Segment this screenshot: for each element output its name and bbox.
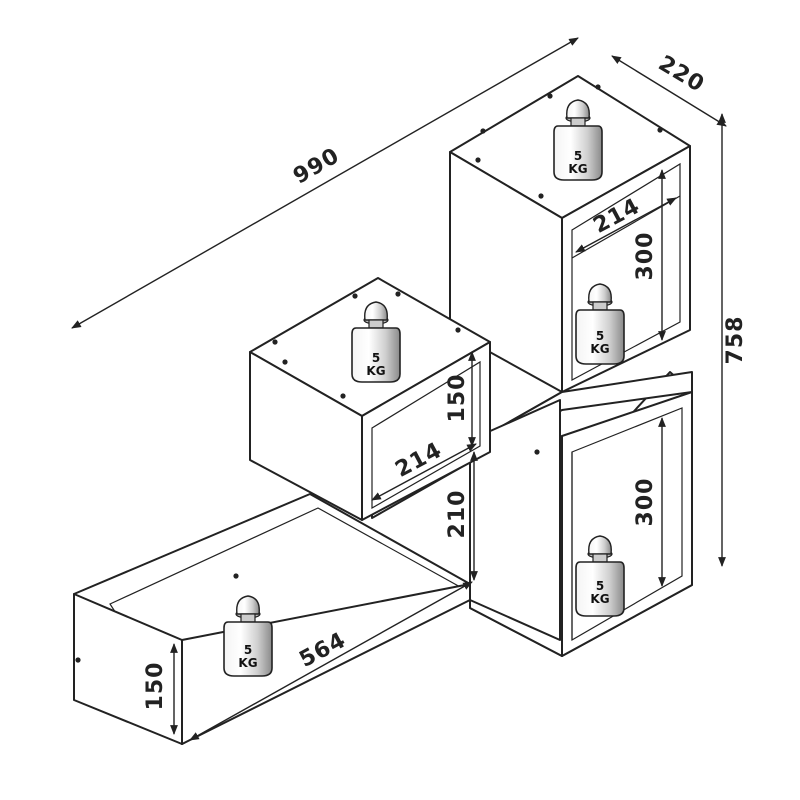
long-shelf [73, 493, 471, 745]
small-box-height-label: 150 [445, 374, 470, 423]
overall-width-label: 990 [289, 143, 344, 189]
weight-top-cube-lower: 5 KG [575, 283, 625, 365]
small-box-width-line [371, 443, 477, 501]
depth-line [611, 55, 727, 127]
middle-gap-height-label: 210 [445, 490, 470, 539]
long-shelf-height-label: 150 [143, 662, 168, 711]
weight-label-line2: KG [366, 364, 385, 378]
lower-cube-height-label: 300 [633, 478, 658, 527]
long-shelf-length-line [189, 581, 473, 741]
weight-label-line1: 5 [596, 579, 604, 593]
weight-label-line1: 5 [574, 149, 582, 163]
weight-small-box: 5 KG [351, 301, 401, 383]
depth-label: 220 [654, 51, 709, 98]
weight-top-cube: 5 KG [553, 99, 603, 181]
weight-label-line1: 5 [372, 351, 380, 365]
dimension-lines [71, 37, 727, 741]
weight-label-line2: KG [238, 656, 257, 670]
weight-label-line1: 5 [596, 329, 604, 343]
overall-width-line [71, 37, 579, 329]
top-cube-height-label: 300 [633, 232, 658, 281]
weight-label-line1: 5 [244, 643, 252, 657]
middle-divider [469, 399, 561, 641]
weight-label-line2: KG [590, 592, 609, 606]
weight-label-line2: KG [590, 342, 609, 356]
weight-label-line2: KG [568, 162, 587, 176]
overall-height-label: 758 [723, 316, 748, 365]
weight-long-shelf: 5 KG [223, 595, 273, 677]
weight-lower-cube: 5 KG [575, 535, 625, 617]
